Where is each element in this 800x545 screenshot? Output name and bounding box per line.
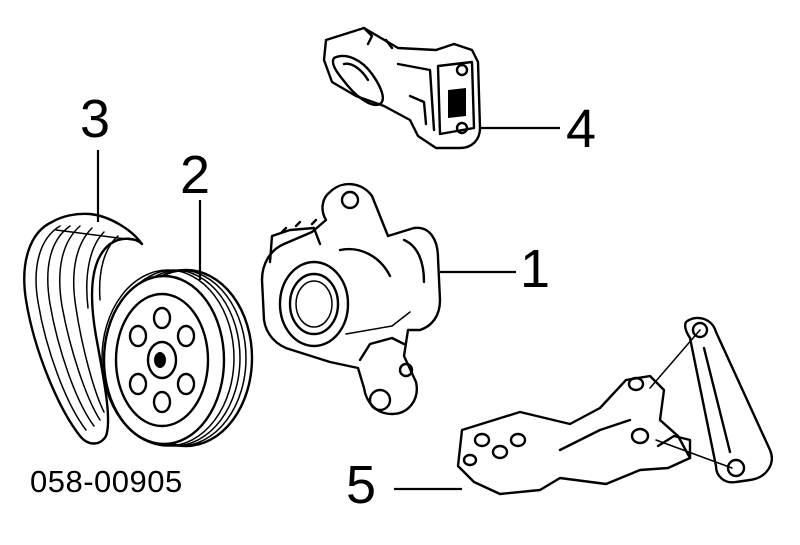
drive-belt xyxy=(23,212,144,445)
part-number-label: 058-00905 xyxy=(30,464,183,499)
leader-lines xyxy=(96,126,560,491)
pump-mount-bracket xyxy=(322,26,482,150)
callout-label-5: 5 xyxy=(346,455,377,515)
callout-label-4: 4 xyxy=(566,99,597,159)
power-steering-pump xyxy=(260,183,442,416)
callout-label-3: 3 xyxy=(80,89,111,149)
lower-bracket xyxy=(456,316,773,496)
callout-label-1: 1 xyxy=(520,239,551,299)
callout-label-2: 2 xyxy=(180,145,211,205)
pulley xyxy=(101,268,254,448)
